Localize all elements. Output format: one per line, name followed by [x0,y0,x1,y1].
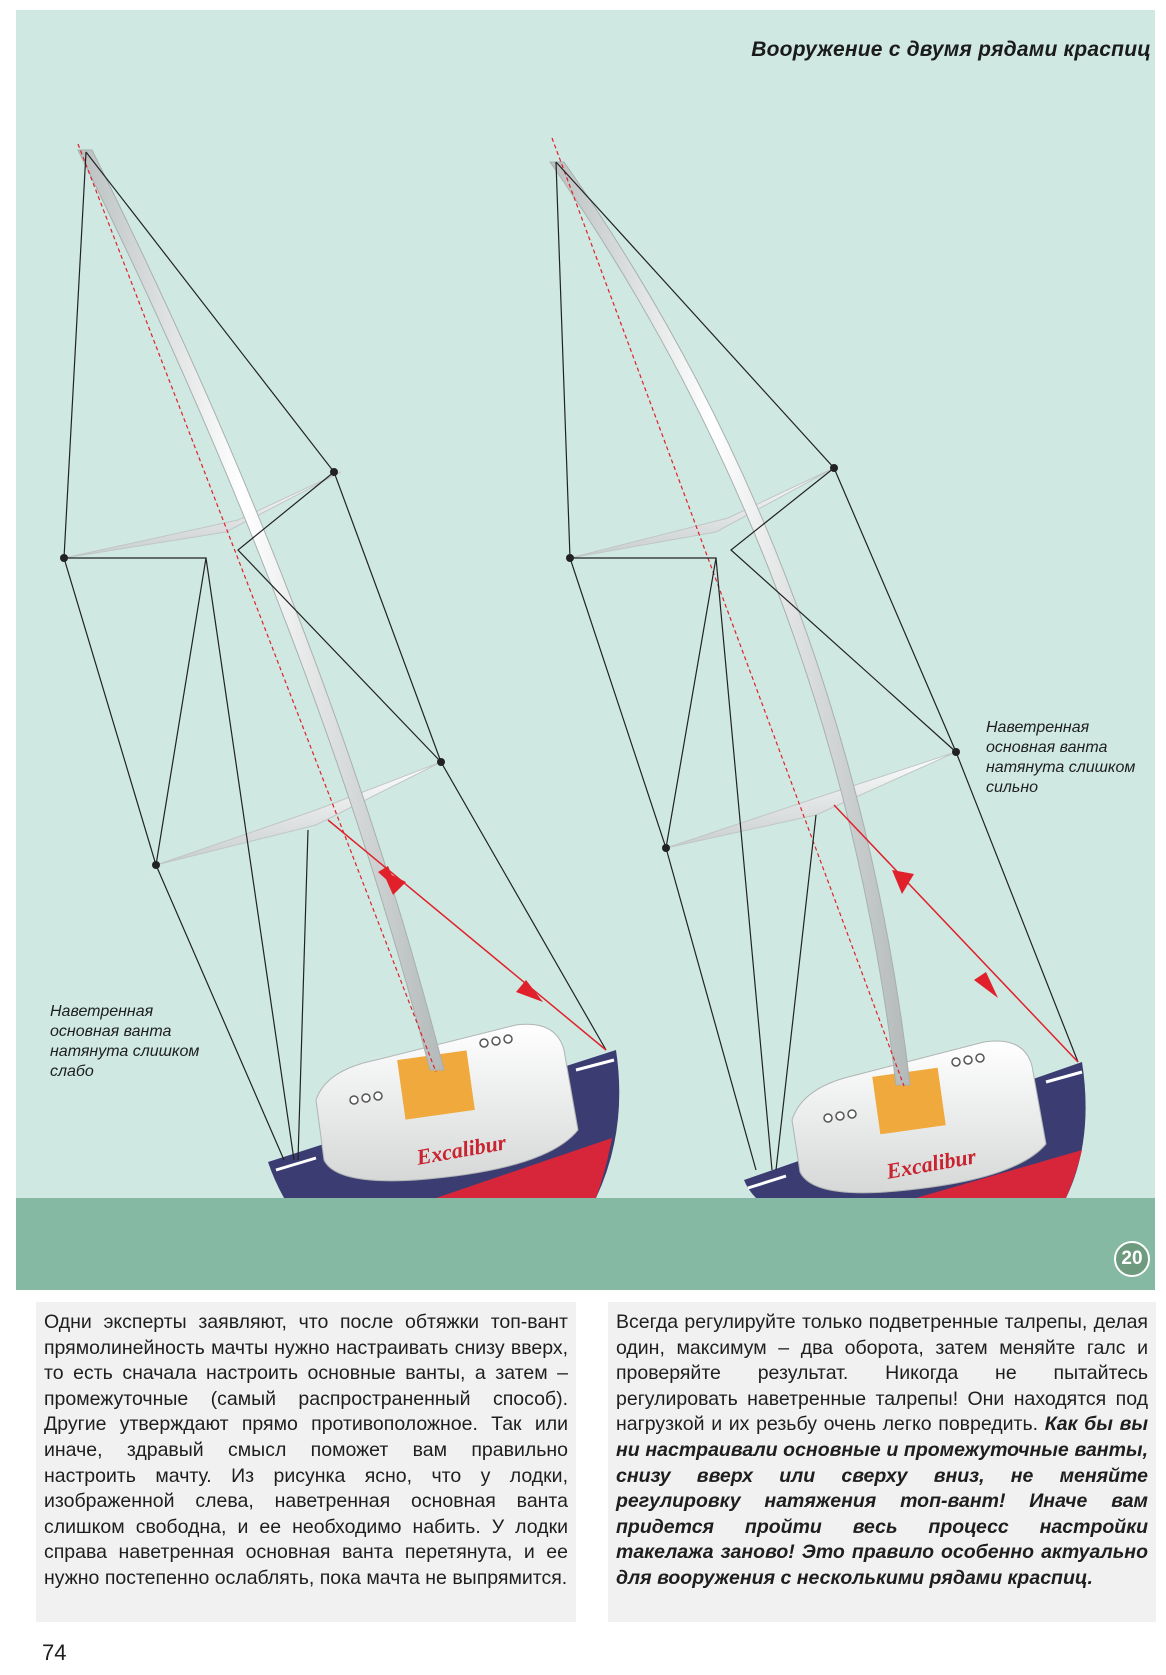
right-callout: Наветренная основная ванта натянута слиш… [986,719,1136,796]
right-shrouds [555,161,1079,1171]
right-lower-spreader [665,751,957,849]
left-text-column: Одни эксперты заявляют, что после обтяжк… [36,1302,576,1622]
right-paragraph-plain: Всегда регулируйте только подветренные т… [616,1311,1148,1436]
left-arrow-down [382,870,406,895]
right-text-column: Всегда регулируйте только подветренные т… [608,1302,1156,1622]
left-hatch [397,1050,475,1120]
left-shrouds [63,151,607,1161]
right-mast [549,161,911,1086]
water-strip [16,1198,1155,1290]
left-hull-stripe [284,1138,612,1198]
rig-illustration: Excalibur [16,10,1155,1290]
left-callout: Наветренная основная ванта натянута слиш… [50,1003,200,1080]
right-tension-line [833,804,1079,1063]
left-boat: Excalibur [60,143,620,1198]
left-mast-reference [77,143,437,1073]
left-lower-spreader [155,761,442,866]
left-mast [77,149,445,1071]
rig-diagram: Excalibur [16,137,1155,1290]
right-hull-stripe [758,1150,1082,1198]
left-paragraph: Одни эксперты заявляют, что после обтяжк… [44,1311,568,1589]
figure-number-badge: 20 [1114,1241,1150,1277]
right-boat: Excalibur [549,137,1086,1198]
right-arrow-down [974,972,998,998]
right-mast-reference [551,137,905,1087]
left-upper-spreader [63,471,342,559]
left-tension-line [327,819,607,1051]
page-number: 74 [42,1640,67,1665]
right-arrow-up [892,870,914,894]
right-hatch [872,1067,946,1135]
right-paragraph-emphasis: Как бы вы ни настраивали основные и пром… [616,1413,1148,1589]
left-arrow-up [516,980,543,1002]
figure-title: Вооружение с двумя рядами краспиц [751,38,1151,61]
right-upper-spreader [569,467,835,559]
